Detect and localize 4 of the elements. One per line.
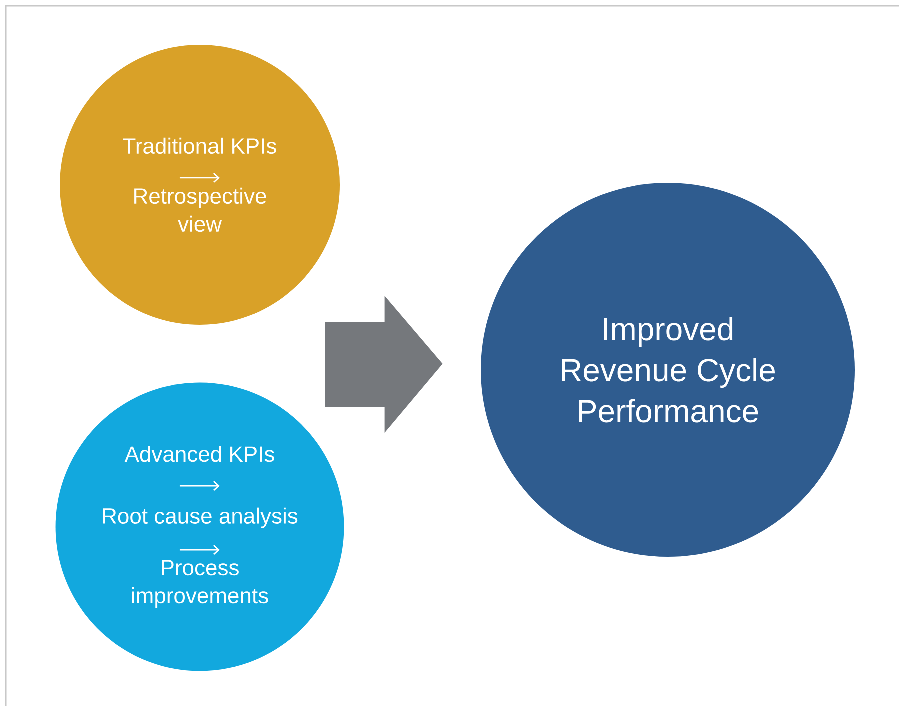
circle-node: Traditional KPIs Retrospective view — [60, 45, 340, 325]
block-arrow — [325, 296, 443, 433]
circle-node: Improved Revenue Cycle Performance — [481, 183, 855, 557]
circle-node: Advanced KPIs Root cause analysis Process improvements — [56, 382, 344, 672]
